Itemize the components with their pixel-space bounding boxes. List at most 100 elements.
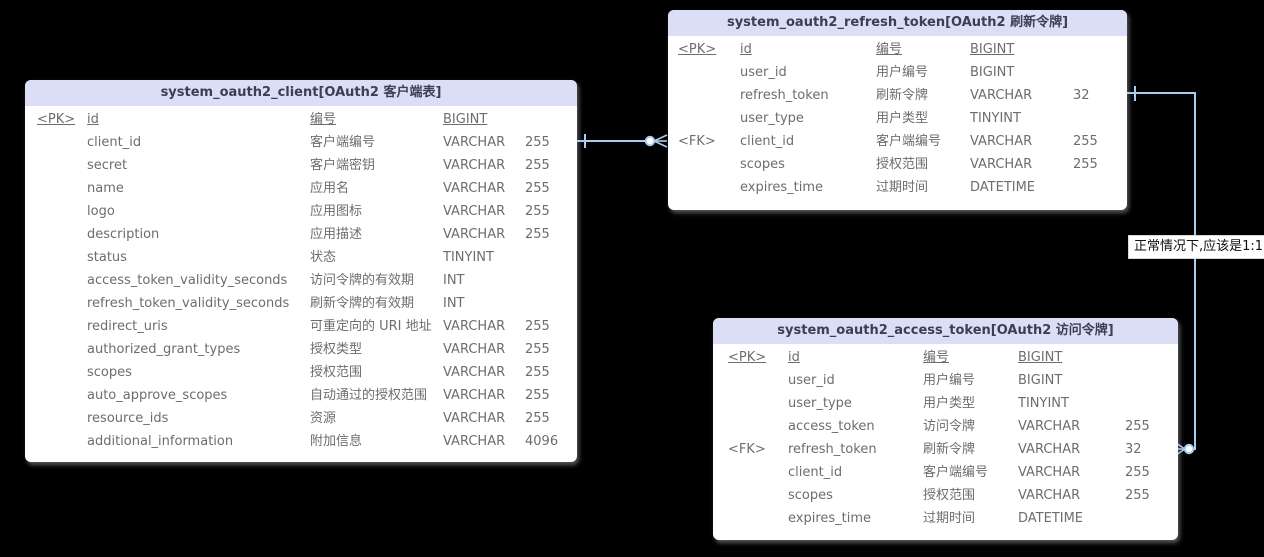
cell-type: VARCHAR [443,227,506,242]
cell-field: logo [87,204,115,219]
cell-length: 255 [525,411,550,426]
cell-field: user_type [788,396,852,411]
cell-type: VARCHAR [1018,488,1081,503]
entity-table-access-token[interactable]: system_oauth2_access_token[OAuth2 访问令牌] … [713,318,1178,540]
cell-key [37,154,87,177]
table-row: user_type 用户类型 TINYINT [713,392,1178,415]
cell-key [37,384,87,407]
cell-length: 4096 [525,434,559,449]
cell-type: VARCHAR [443,365,506,380]
cell-field: client_id [740,134,795,149]
cell-key [728,507,788,530]
entity-table-client[interactable]: system_oauth2_client[OAuth2 客户端表] <PK> id… [25,80,577,462]
cell-length: 255 [1125,419,1150,434]
cell-field: scopes [87,365,132,380]
cell-field: client_id [788,465,843,480]
cell-key [37,338,87,361]
table-title: system_oauth2_access_token[OAuth2 访问令牌] [713,318,1178,344]
cell-comment: 用户类型 [923,396,976,411]
cell-field: authorized_grant_types [87,342,241,357]
cell-field: id [87,112,99,127]
cell-comment: 访问令牌的有效期 [310,273,415,288]
cell-key [37,292,87,315]
cell-field: expires_time [740,180,824,195]
cell-comment: 应用图标 [310,204,363,219]
cell-comment: 状态 [310,250,337,265]
cell-comment: 用户类型 [876,111,929,126]
cell-field: additional_information [87,434,234,449]
cell-type: VARCHAR [970,134,1033,149]
cell-field: id [788,350,800,365]
cell-field: redirect_uris [87,319,168,334]
cell-field: auto_approve_scopes [87,388,228,403]
cell-field: client_id [87,135,142,150]
cell-comment: 附加信息 [310,434,363,449]
cell-comment: 授权范围 [923,488,976,503]
relation-line-client-refresh [577,134,668,148]
cell-field: id [740,42,752,57]
cell-field: scopes [740,157,785,172]
cell-key [728,461,788,484]
cell-length [1073,38,1127,61]
cell-type: INT [443,296,465,311]
cell-comment: 应用描述 [310,227,363,242]
table-row: secret 客户端密钥 VARCHAR 255 [25,154,577,177]
table-title: system_oauth2_client[OAuth2 客户端表] [25,80,577,106]
cell-type: VARCHAR [1018,419,1081,434]
cell-key: <PK> [37,112,76,127]
cell-field: refresh_token [788,442,877,457]
cell-key [728,369,788,392]
cell-length [525,292,577,315]
cell-key [678,176,740,199]
table-row: additional_information 附加信息 VARCHAR 4096 [25,430,577,453]
cell-field: scopes [788,488,833,503]
cell-type: VARCHAR [1018,442,1081,457]
cell-type: VARCHAR [443,158,506,173]
cell-key: <PK> [728,350,767,365]
cell-length [1125,369,1178,392]
cell-field: secret [87,158,128,173]
cell-key [37,407,87,430]
cell-length: 255 [525,388,550,403]
cell-length: 255 [1073,134,1098,149]
cell-type: VARCHAR [443,434,506,449]
cell-length: 32 [1125,442,1142,457]
table-title: system_oauth2_refresh_token[OAuth2 刷新令牌] [668,10,1127,36]
cell-length [525,269,577,292]
cell-type: DATETIME [970,180,1036,195]
cell-comment: 用户编号 [923,373,976,388]
cell-comment: 应用名 [310,181,350,196]
cell-length: 255 [525,135,550,150]
cell-length: 255 [525,181,550,196]
cell-comment: 过期时间 [923,511,976,526]
cell-type: TINYINT [1018,396,1069,411]
cell-comment: 编号 [876,42,903,57]
cell-key [37,246,87,269]
entity-table-refresh-token[interactable]: system_oauth2_refresh_token[OAuth2 刷新令牌]… [668,10,1127,210]
cell-type: VARCHAR [443,135,506,150]
cardinality-many-crowfoot [653,134,668,148]
cell-length: 255 [1073,157,1098,172]
cell-length: 255 [525,158,550,173]
cell-comment: 客户端密钥 [310,158,376,173]
cell-type: VARCHAR [443,411,506,426]
cell-key [728,415,788,438]
cell-comment: 客户端编号 [310,135,376,150]
cell-key [678,107,740,130]
